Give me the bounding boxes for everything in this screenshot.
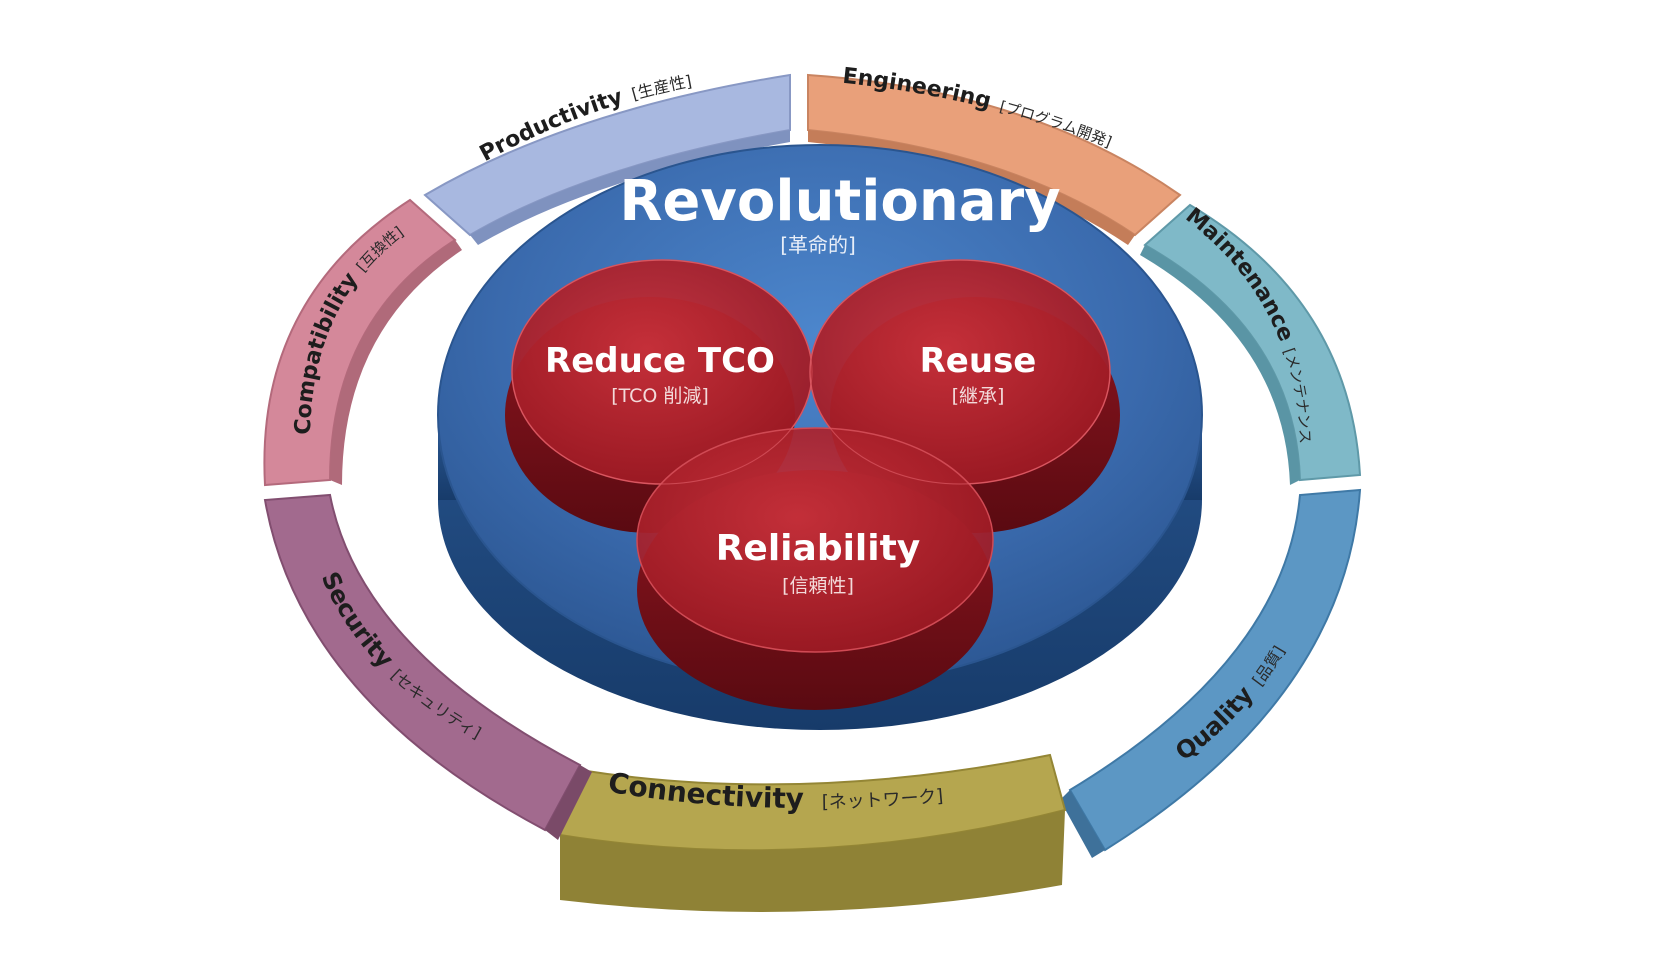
segment-compatibility-shape	[264, 200, 455, 485]
segment-compatibility	[264, 200, 462, 485]
circle-reduce-subtitle: [TCO 削減]	[611, 385, 709, 407]
center-title: Revolutionary	[619, 169, 1060, 234]
circle-reliability-subtitle: [信頼性]	[782, 575, 854, 597]
circle-reliability-title: Reliability	[716, 528, 921, 569]
center-subtitle: [革命的]	[780, 233, 856, 257]
circle-reduce-title: Reduce TCO	[545, 341, 775, 381]
circle-reuse-title: Reuse	[920, 341, 1037, 381]
circle-reuse-subtitle: [継承]	[952, 385, 1005, 407]
